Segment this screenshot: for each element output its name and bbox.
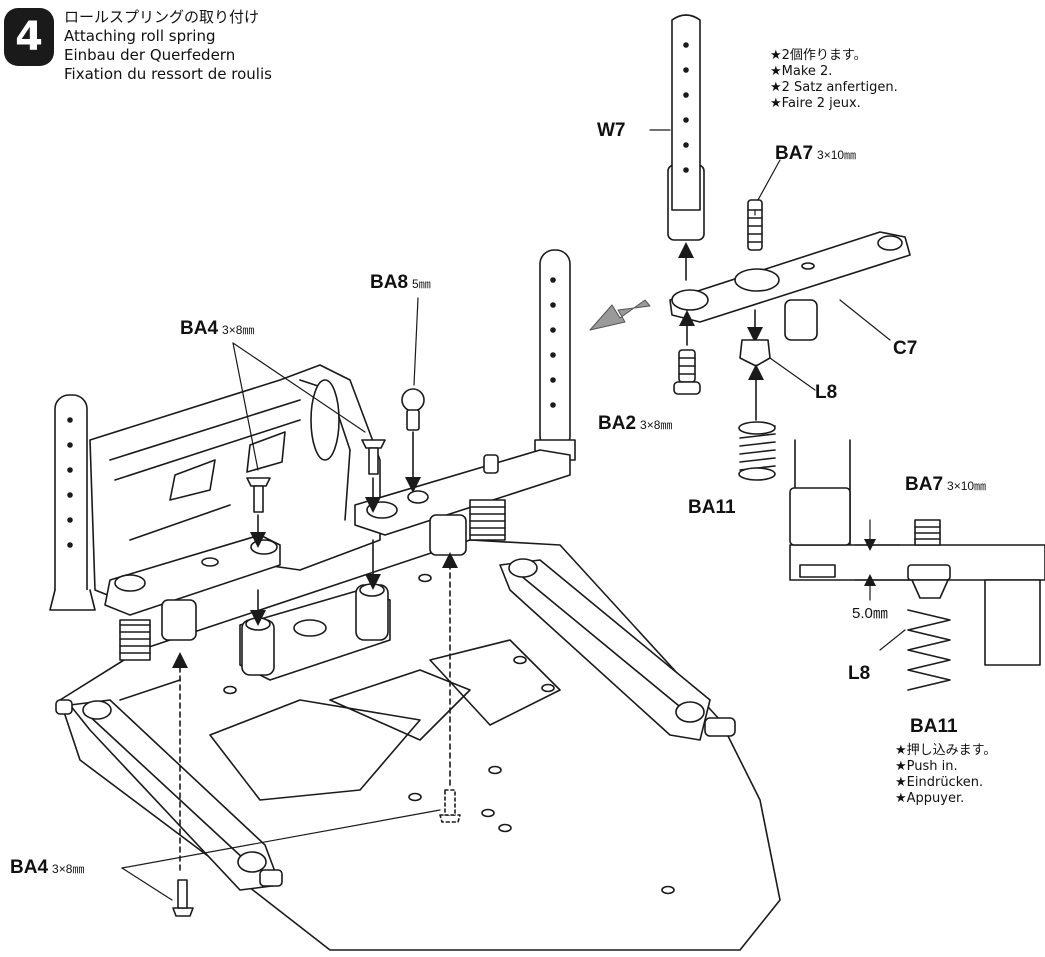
part-code: BA8 [370,272,409,293]
left-roll-arm [104,534,281,661]
main-leader-lines [121,297,441,901]
label-ba11: BA11 [688,497,736,518]
left-suspension-arm [55,699,283,891]
title-en: Attaching roll spring [64,27,216,45]
note-line: ★Make 2. [770,64,833,79]
leader-c7 [839,299,891,341]
label-c7: C7 [893,338,918,359]
part-code: BA7 [905,474,944,495]
install-direction-arrow [589,299,651,331]
label-l8: L8 [815,382,838,403]
step-number: 4 [15,14,43,60]
title-fr: Fixation du ressort de roulis [64,65,272,83]
part-code: BA2 [598,413,637,434]
note-line: ★Faire 2 jeux. [770,96,861,111]
w7-post-part [667,14,705,241]
part-code: BA7 [775,143,814,164]
part-size: 5㎜ [412,277,431,291]
note-push-in: ★押し込みます。 ★Push in. ★Eindrücken. ★Appuyer… [895,743,996,807]
left-shock-post [49,394,96,611]
title-ja: ロールスプリングの取り付け [64,8,260,26]
detail-dimension-lines [854,519,911,651]
detail-label-ba11: BA11 [910,716,958,737]
part-size: 3×10㎜ [817,148,857,162]
main-assembly-arrows [172,431,458,871]
note-line: ★2 Satz anfertigen. [770,80,898,95]
label-w7: W7 [597,120,626,141]
step-number-badge: 4 [4,8,54,66]
note-line: ★押し込みます。 [895,743,997,758]
part-code: BA4 [180,318,219,339]
c7-arm-part [669,231,911,341]
main-screws [172,388,461,917]
detail-dimension: 5.0㎜ [852,605,888,622]
part-code: BA4 [10,857,49,878]
ba2-screw-exploded [673,349,701,395]
bulkhead-frame [89,364,381,601]
part-size: 3×8㎜ [222,323,255,337]
note-line: ★Appuyer. [895,791,965,806]
right-suspension-arm [499,558,736,741]
part-size: 3×8㎜ [640,418,673,432]
part-size: 3×10㎜ [947,479,987,493]
detail-label-l8: L8 [848,663,871,684]
note-line: ★2個作ります。 [770,48,867,63]
ba7-screw-exploded [747,199,763,251]
step-title-block: ロールスプリングの取り付け Attaching roll spring Einb… [64,8,272,84]
note-make-two: ★2個作ります。 ★Make 2. ★2 Satz anfertigen. ★F… [770,48,898,112]
detail-inset [789,439,1045,691]
ba11-spring-exploded [738,421,776,481]
leader-ba7 [757,159,781,201]
note-line: ★Eindrücken. [895,775,984,790]
right-shock-post [534,249,576,461]
part-size: 3×8㎜ [52,862,85,876]
note-line: ★Push in. [895,759,958,774]
l8-nut-exploded [739,339,771,367]
right-roll-arm [354,449,571,556]
title-de: Einbau der Querfedern [64,46,236,64]
center-mount [239,583,391,681]
